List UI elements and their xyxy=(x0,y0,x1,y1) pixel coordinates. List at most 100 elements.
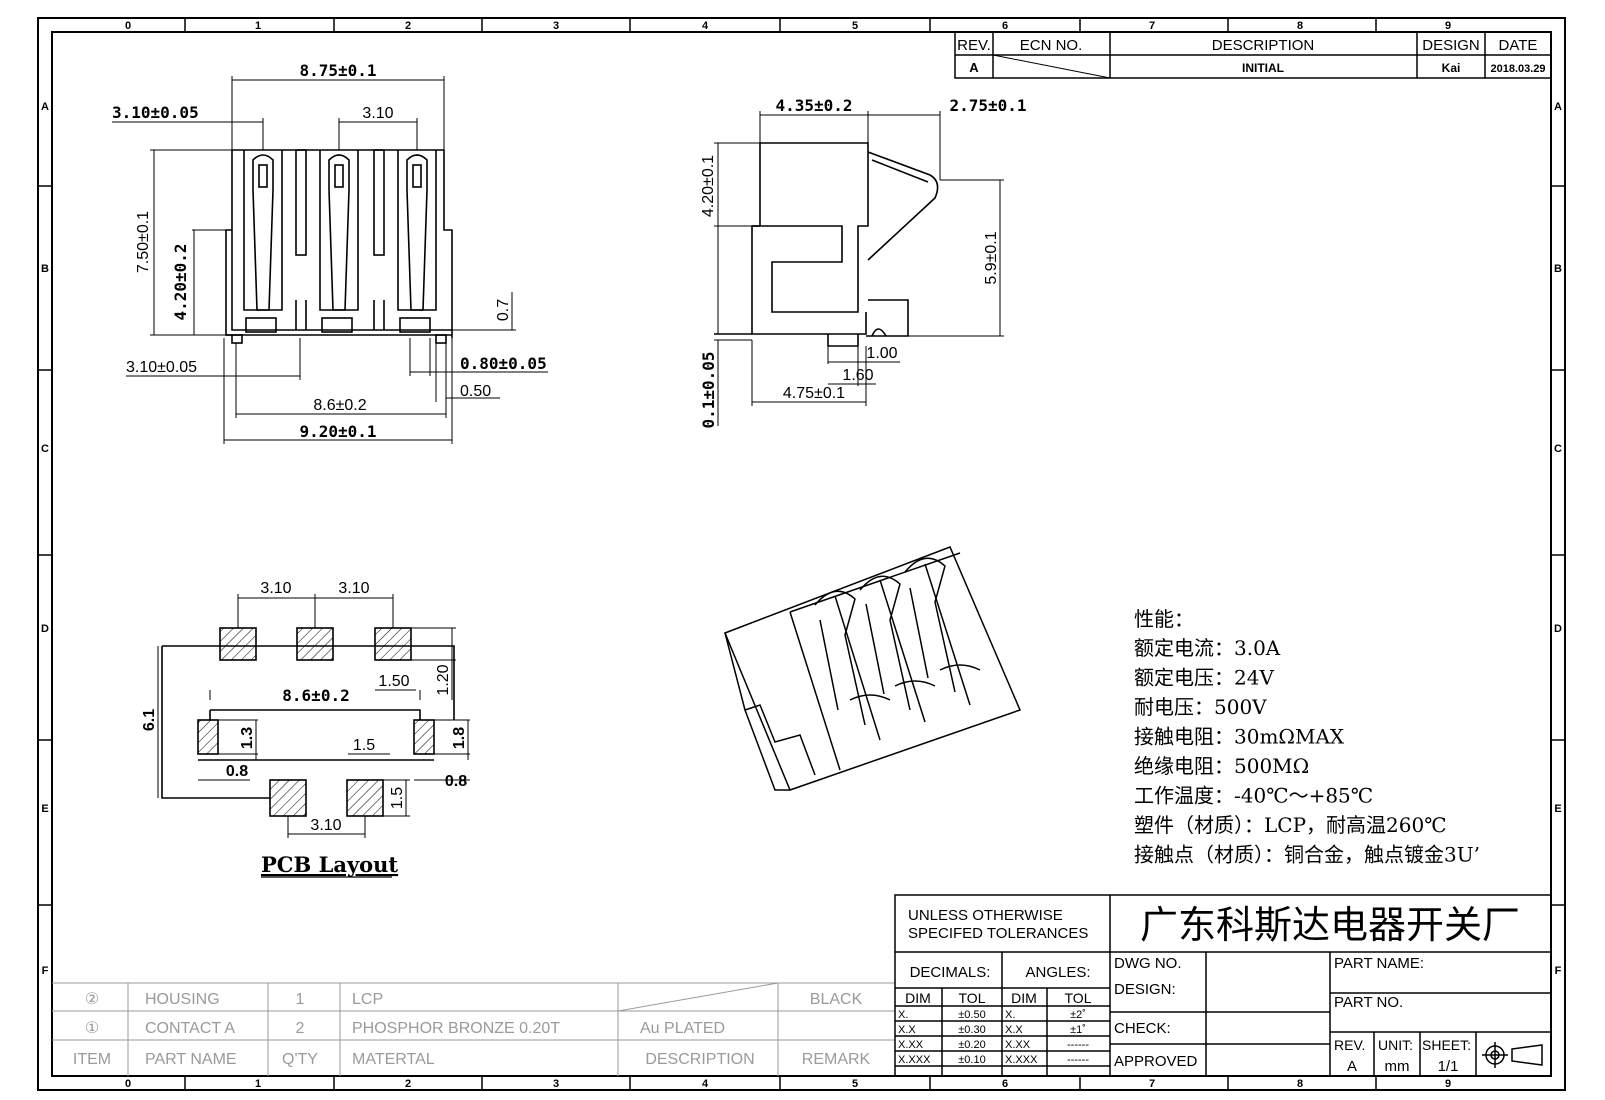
sheet-value: 1/1 xyxy=(1438,1058,1459,1075)
angle-dim: X.XX xyxy=(1005,1039,1031,1051)
pcb-dim-pad-len: 1.50 xyxy=(378,673,409,690)
rev-header: REV. xyxy=(957,37,991,54)
company-name: 广东科斯达电器开关厂 xyxy=(1140,905,1520,947)
parts-cell-part-name: CONTACT A xyxy=(145,1020,235,1037)
dim-pad-gap: 0.50 xyxy=(460,383,491,400)
decimal-tol: ±0.30 xyxy=(958,1024,985,1036)
description-header: DESCRIPTION xyxy=(1212,37,1315,54)
column-label: 9 xyxy=(1445,20,1451,32)
column-label: 4 xyxy=(702,20,709,32)
row-label: F xyxy=(1555,965,1562,977)
row-label: E xyxy=(41,803,48,815)
pcb-dim-pitch2: 3.10 xyxy=(338,580,369,597)
row-label: A xyxy=(41,101,49,113)
dim-header-2: DIM xyxy=(1011,990,1037,1006)
decimals-label: DECIMALS: xyxy=(910,964,991,981)
unit-value: mm xyxy=(1385,1058,1410,1075)
parts-cell-remark: BLACK xyxy=(810,991,863,1008)
dim-left-offset: 3.10±0.05 xyxy=(126,359,197,376)
parts-header-item: ITEM xyxy=(73,1051,111,1068)
column-label: 3 xyxy=(553,20,559,32)
decimal-tol: ±0.10 xyxy=(958,1054,985,1066)
parts-cell-material: LCP xyxy=(352,991,383,1008)
tolerance-note-2: SPECIFED TOLERANCES xyxy=(908,925,1088,942)
unit-label: UNIT: xyxy=(1378,1037,1413,1053)
column-label: 2 xyxy=(405,1078,411,1090)
dwg-no-label: DWG NO. xyxy=(1114,955,1182,972)
design-header: DESIGN xyxy=(1422,37,1480,54)
pcb-dim-bottom-pad: 1.5 xyxy=(389,787,406,809)
ecn-header: ECN NO. xyxy=(1020,37,1083,54)
row-label: E xyxy=(1554,803,1561,815)
angle-dim: X. xyxy=(1005,1009,1015,1021)
spec-line: 接触电阻：30mΩMAX xyxy=(1134,725,1345,749)
specifications: 性能： 额定电流：3.0A额定电压：24V耐电压：500V接触电阻：30mΩMA… xyxy=(1134,607,1480,867)
parts-header-qty: Q'TY xyxy=(282,1051,318,1068)
spec-line: 塑件（材质）：LCP，耐高温260℃ xyxy=(1134,813,1447,837)
row-label: C xyxy=(1554,443,1562,455)
angle-tol: ------ xyxy=(1067,1054,1089,1066)
decimal-dim: X.XXX xyxy=(898,1054,931,1066)
column-label: 6 xyxy=(1002,1078,1008,1090)
approved-label: APPROVED xyxy=(1114,1053,1198,1070)
spec-line: 工作温度：-40℃～+85℃ xyxy=(1134,784,1373,808)
column-label: 6 xyxy=(1002,20,1008,32)
parts-header-remark: REMARK xyxy=(802,1051,871,1068)
column-label: 3 xyxy=(553,1078,559,1090)
parts-cell-material: PHOSPHOR BRONZE 0.20T xyxy=(352,1020,560,1037)
drawing-frame xyxy=(37,17,1566,1091)
row-label: D xyxy=(41,623,49,635)
angle-dim: X.XXX xyxy=(1005,1054,1038,1066)
dim-pitch-right: 3.10 xyxy=(362,105,393,122)
row-label: A xyxy=(1554,101,1562,113)
side-view: 4.35±0.2 2.75±0.1 4.20±0.1 5.9±0.1 0.1±0… xyxy=(699,96,1027,429)
dim-height-inner: 4.20±0.2 xyxy=(171,243,190,320)
tol-header-2: TOL xyxy=(1065,990,1092,1006)
column-label: 1 xyxy=(255,1078,261,1090)
pcb-layout: 3.10 3.10 8.6±0.2 1.50 1.20 6.1 1.3 1.8 … xyxy=(141,580,470,878)
row-label: B xyxy=(41,263,49,275)
column-label: 4 xyxy=(702,1078,709,1090)
dim-body-height: 4.20±0.1 xyxy=(700,155,717,217)
dim-base: 0.1±0.05 xyxy=(699,351,718,428)
angles-label: ANGLES: xyxy=(1025,964,1090,981)
pcb-dim-span: 8.6±0.2 xyxy=(282,686,349,705)
dim-d1: 1.00 xyxy=(866,345,897,362)
pcb-layout-title: PCB Layout xyxy=(261,852,398,877)
sheet-label: SHEET: xyxy=(1422,1037,1471,1053)
angle-tol: ±1˚ xyxy=(1070,1024,1086,1036)
dim-pad-width: 0.80±0.05 xyxy=(460,354,547,373)
parts-header-description: DESCRIPTION xyxy=(645,1051,754,1068)
column-label: 8 xyxy=(1297,1078,1303,1090)
decimal-dim: X.X xyxy=(898,1024,916,1036)
column-label: 5 xyxy=(852,1078,858,1090)
pcb-dim-side-pad-r: 1.8 xyxy=(451,727,468,749)
design-value: Kai xyxy=(1442,61,1461,75)
pcb-dim-height: 6.1 xyxy=(141,709,158,731)
column-label: 7 xyxy=(1149,1078,1155,1090)
dim-width-bottom: 9.20±0.1 xyxy=(299,422,376,441)
check-label: CHECK: xyxy=(1114,1020,1171,1037)
pcb-dim-side-pad: 1.3 xyxy=(239,727,256,749)
part-no-label: PART NO. xyxy=(1334,994,1403,1011)
parts-cell-qty: 1 xyxy=(296,991,305,1008)
parts-cell-item: ② xyxy=(85,991,99,1008)
dim-body-depth: 4.35±0.2 xyxy=(775,96,852,115)
column-label: 2 xyxy=(405,20,411,32)
parts-cell-description: Au PLATED xyxy=(640,1020,725,1037)
parts-header-material: MATERTAL xyxy=(352,1051,435,1068)
decimal-dim: X. xyxy=(898,1009,908,1021)
pcb-dim-right-w: 0.8 xyxy=(445,773,467,790)
date-header: DATE xyxy=(1499,37,1538,54)
tolerance-note-1: UNLESS OTHERWISE xyxy=(908,907,1063,924)
pcb-dim-pad-h: 1.20 xyxy=(435,664,452,695)
dim-foot-height: 0.7 xyxy=(495,299,512,321)
front-view: 8.75±0.1 3.10±0.05 3.10 7.50±0.1 4.20±0.… xyxy=(112,61,548,444)
part-name-label: PART NAME: xyxy=(1334,955,1424,972)
angle-dim: X.X xyxy=(1005,1024,1023,1036)
decimal-tol: ±0.20 xyxy=(958,1039,985,1051)
spec-line: 额定电流：3.0A xyxy=(1134,636,1281,660)
